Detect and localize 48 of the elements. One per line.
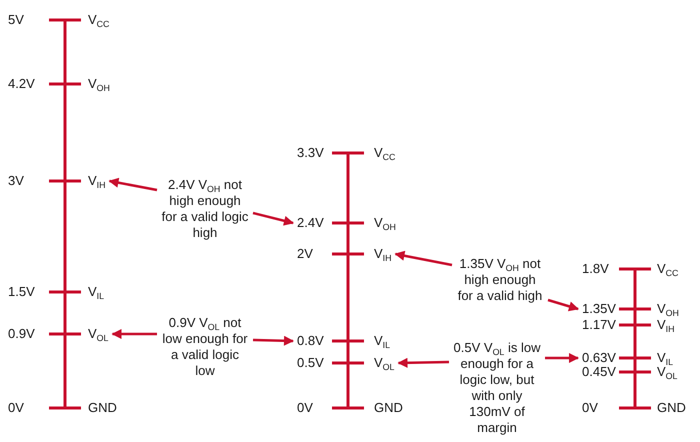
level-name-label: GND xyxy=(374,400,403,416)
voltage-label: 0.9V xyxy=(8,326,35,342)
level-name-label: V$_{OH}$ xyxy=(88,76,110,92)
arrow xyxy=(545,353,579,363)
voltage-label: 1.17V xyxy=(582,317,616,333)
voltage-label: 1.5V xyxy=(8,284,35,300)
level-name-label: V$_{OL}$ xyxy=(374,355,394,371)
level-name-label: V$_{OH}$ xyxy=(657,301,679,317)
annotation-text: 1.35V V$_{OH}$ not high enough for a valid high xyxy=(456,256,544,304)
voltage-label: 0V xyxy=(8,400,24,416)
voltage-label: 0.8V xyxy=(297,333,324,349)
level-name-label: V$_{IL}$ xyxy=(88,284,104,300)
voltage-label: 0V xyxy=(297,400,313,416)
arrow xyxy=(112,329,157,339)
level-name-label: V$_{IH}$ xyxy=(374,246,392,262)
voltage-label: 1.8V xyxy=(582,261,609,277)
voltage-label: 0.5V xyxy=(297,355,324,371)
level-name-label: V$_{OH}$ xyxy=(374,215,396,231)
level-name-label: V$_{OL}$ xyxy=(657,364,678,380)
voltage-label: 0.63V xyxy=(582,350,616,366)
arrow xyxy=(548,298,579,312)
level-name-label: V$_{IL}$ xyxy=(374,333,390,349)
annotation-text: 0.5V V$_{OL}$ is low enough for a logic low, but with only 130mV of margin xyxy=(453,340,541,436)
level-name-label: V$_{OL}$ xyxy=(88,326,108,342)
annotation-text: 0.9V V$_{OL}$ not low enough for a valid logic low xyxy=(161,315,249,379)
level-name-label: V$_{IH}$ xyxy=(657,317,675,333)
voltage-label: 0.45V xyxy=(582,364,616,380)
level-name-label: GND xyxy=(88,400,117,416)
voltage-label: 3V xyxy=(8,173,24,189)
arrow xyxy=(252,336,294,346)
voltage-label: 2.4V xyxy=(297,215,324,231)
level-name-label: V$_{IH}$ xyxy=(88,173,106,189)
voltage-label: 2V xyxy=(297,246,313,262)
arrow xyxy=(252,212,294,226)
level-name-label: V$_{CC}$ xyxy=(374,145,396,161)
level-name-label: V$_{CC}$ xyxy=(88,12,110,28)
level-name-label: V$_{IL}$ xyxy=(657,350,674,366)
level-name-label: GND xyxy=(657,400,686,416)
arrow xyxy=(108,178,158,192)
voltage-label: 5V xyxy=(8,12,24,28)
arrow xyxy=(398,358,450,368)
voltage-label: 1.35V xyxy=(582,301,616,317)
level-name-label: V$_{CC}$ xyxy=(657,261,678,277)
arrow xyxy=(394,250,452,266)
voltage-label: 3.3V xyxy=(297,145,324,161)
voltage-label: 4.2V xyxy=(8,76,35,92)
annotation-text: 2.4V V$_{OH}$ not high enough for a valid logic high xyxy=(161,177,249,241)
voltage-label: 0V xyxy=(582,400,598,416)
